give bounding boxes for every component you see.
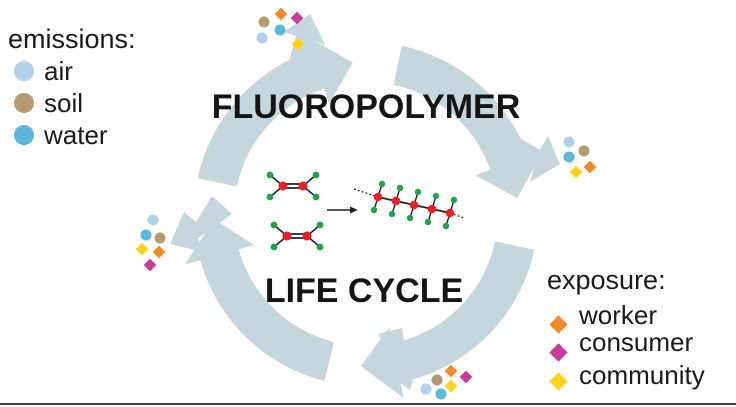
exposure-item-worker: worker — [578, 300, 657, 330]
fluorine-atom — [442, 222, 450, 230]
exposure-marker-icon — [459, 370, 473, 384]
fluorine-atom — [270, 243, 278, 251]
fluorine-atom — [370, 206, 378, 214]
spur-arrow-right — [490, 132, 560, 182]
fluorine-atom — [312, 171, 320, 179]
carbon-atom — [373, 192, 383, 202]
diagram-title-bottom: LIFE CYCLE — [265, 272, 463, 310]
reaction-arrow — [327, 206, 358, 214]
exposure-marker-icon — [143, 258, 157, 272]
water-swatch-icon — [14, 125, 34, 145]
worker-swatch-icon — [549, 315, 568, 334]
exposure-marker-icon — [135, 242, 149, 256]
carbon-atom — [427, 204, 437, 214]
carbon-atom — [302, 231, 312, 241]
cycle-arrow-bottom — [184, 219, 335, 381]
marker-cluster-right — [563, 136, 597, 179]
fluorine-atom — [270, 221, 278, 229]
emission-marker-icon — [431, 374, 443, 386]
exposure-item-community: community — [579, 360, 705, 390]
exposure-marker-icon — [444, 364, 458, 378]
emission-marker-icon — [563, 136, 575, 148]
marker-cluster-bottom — [420, 364, 473, 400]
fluorine-atom — [312, 193, 320, 201]
exposure-marker-icon — [152, 245, 166, 259]
cycle-arrow-left — [197, 35, 353, 187]
carbon-atom — [282, 231, 292, 241]
community-swatch-icon — [549, 372, 568, 391]
polymer-chain — [353, 180, 465, 230]
emission-marker-icon — [578, 145, 590, 157]
emission-marker-icon — [140, 229, 152, 241]
fluorine-atom — [316, 243, 324, 251]
fluorine-atom — [266, 193, 274, 201]
fluorine-atom — [424, 218, 432, 226]
fluorine-atom — [396, 184, 404, 192]
emissions-item-air: air — [44, 56, 73, 86]
soil-swatch-icon — [14, 93, 34, 113]
cycle-arrow-right — [360, 241, 535, 399]
molecule-illustration — [266, 171, 465, 251]
fluorine-atom — [388, 210, 396, 218]
diagram-title-top: FLUOROPOLYMER — [212, 88, 521, 126]
carbon-atom — [445, 208, 455, 218]
marker-cluster-top — [256, 7, 305, 51]
fluorine-atom — [316, 221, 324, 229]
fluorine-atom — [266, 171, 274, 179]
air-swatch-icon — [14, 61, 34, 81]
exposure-marker-icon — [274, 7, 288, 21]
marker-cluster-left — [135, 214, 166, 272]
carbon-atom — [278, 181, 288, 191]
tfe-monomer-top — [266, 171, 320, 201]
emission-marker-icon — [274, 24, 286, 36]
exposure-marker-icon — [583, 160, 597, 174]
exposure-marker-icon — [290, 11, 304, 25]
emissions-heading: emissions: — [8, 24, 136, 54]
spur-arrow-top — [284, 14, 326, 74]
life-cycle-arrows — [170, 14, 560, 399]
fluorine-atom — [378, 180, 386, 188]
emissions-item-soil: soil — [44, 88, 83, 118]
carbon-atom — [391, 196, 401, 206]
exposure-heading: exposure: — [547, 265, 666, 295]
exposure-marker-icon — [569, 165, 583, 179]
emissions-item-water: water — [43, 120, 108, 150]
exposure-marker-icon — [291, 37, 305, 51]
exposure-marker-icon — [444, 379, 458, 393]
emission-marker-icon — [258, 16, 270, 28]
carbon-atom — [409, 200, 419, 210]
emission-marker-icon — [563, 151, 575, 163]
emission-marker-icon — [435, 388, 447, 400]
emission-marker-icon — [147, 214, 159, 226]
fluorine-atom — [450, 196, 458, 204]
fluorine-atom — [406, 214, 414, 222]
carbon-atom — [298, 181, 308, 191]
spur-arrow-left — [170, 196, 232, 252]
emissions-legend: emissions: air soil water — [8, 24, 136, 150]
cycle-arrow-top — [393, 45, 544, 199]
tfe-monomer-bottom — [270, 221, 324, 251]
emission-marker-icon — [256, 32, 268, 44]
spur-arrow-bottom — [378, 328, 420, 390]
emission-exposure-markers — [135, 7, 597, 400]
fluorine-atom — [432, 192, 440, 200]
consumer-swatch-icon — [549, 343, 568, 362]
emission-marker-icon — [154, 232, 166, 244]
exposure-item-consumer: consumer — [579, 327, 693, 357]
exposure-legend: exposure: worker consumer community — [547, 265, 705, 391]
fluorine-atom — [414, 188, 422, 196]
emission-marker-icon — [420, 383, 432, 395]
